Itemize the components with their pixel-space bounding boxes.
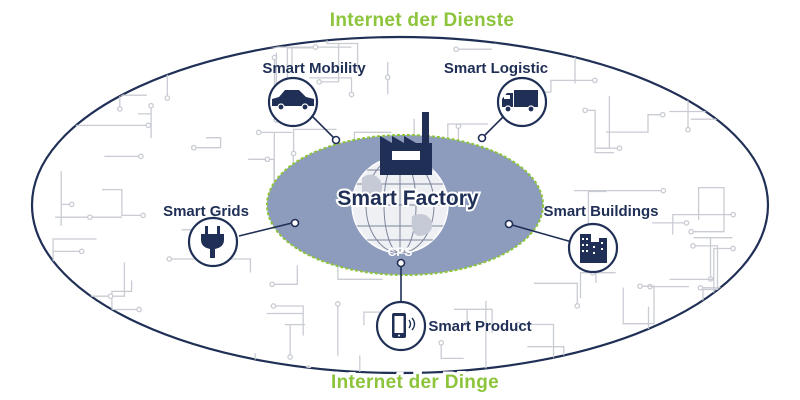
center-label: Smart Factory bbox=[337, 187, 479, 210]
label-logistic: Smart Logistic bbox=[444, 60, 548, 77]
connector-dot-logistic bbox=[477, 133, 487, 143]
car-icon bbox=[272, 90, 314, 111]
connector-dot-grids bbox=[290, 218, 300, 228]
connector-dot-mobility bbox=[331, 135, 341, 145]
node-logistic bbox=[496, 76, 548, 128]
cps-label: CPS bbox=[388, 245, 413, 259]
node-product bbox=[375, 300, 427, 352]
label-mobility: Smart Mobility bbox=[262, 60, 366, 77]
buildings-icon bbox=[580, 234, 607, 263]
connector-dot-buildings bbox=[504, 219, 514, 229]
connector-lines bbox=[238, 116, 573, 302]
node-grids bbox=[187, 216, 239, 268]
label-buildings: Smart Buildings bbox=[543, 203, 658, 220]
label-product: Smart Product bbox=[428, 318, 531, 335]
globe-icon bbox=[351, 156, 449, 254]
label-grids: Smart Grids bbox=[163, 203, 249, 220]
connector-dot-product bbox=[396, 258, 406, 268]
plug-icon bbox=[201, 226, 224, 258]
node-mobility bbox=[267, 76, 319, 128]
truck-icon bbox=[502, 90, 538, 113]
outer-bottom-label: Internet der Dinge bbox=[331, 372, 499, 393]
node-buildings bbox=[567, 222, 619, 274]
factory-icon bbox=[380, 112, 432, 175]
smartphone-icon bbox=[392, 313, 416, 338]
outer-top-label: Internet der Dienste bbox=[330, 10, 514, 31]
